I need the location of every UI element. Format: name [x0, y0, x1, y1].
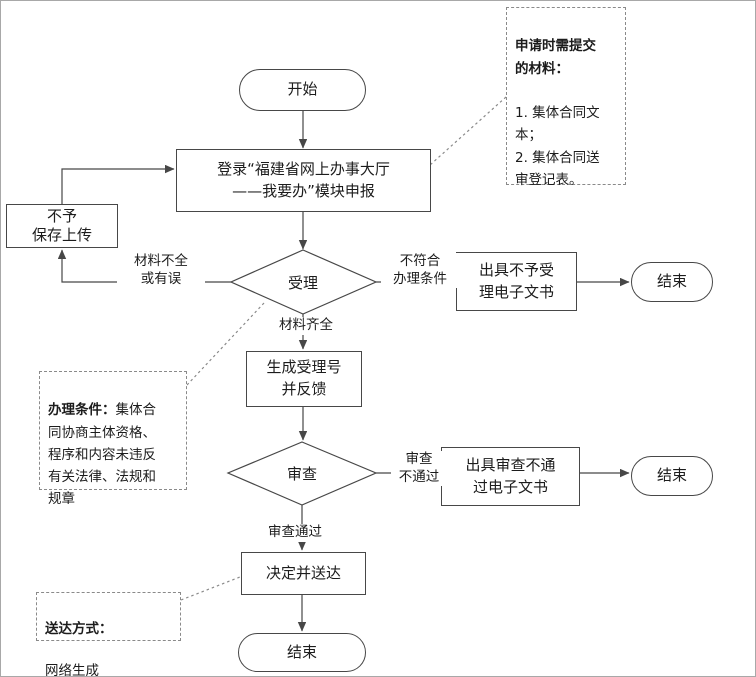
conditions-note-body: 集体合 同协商主体资格、 程序和内容未违反 有关法律、法规和 规章 [48, 402, 156, 508]
generate-number-node: 生成受理号 并反馈 [246, 351, 362, 407]
decide-deliver-node: 决定并送达 [241, 552, 366, 595]
edge-label-review-pass: 审查通过 [255, 524, 335, 542]
accept-decision-label: 受理 [287, 273, 318, 292]
end-node-3: 结束 [238, 633, 366, 672]
no-save-upload-node: 不予 保存上传 [6, 204, 118, 248]
review-diamond-shape [226, 441, 378, 506]
note-link-conditions [186, 302, 265, 386]
reject-doc-node: 出具不予受 理电子文书 [456, 252, 577, 311]
review-decision-label: 审查 [286, 464, 317, 483]
materials-note-body: 1. 集体合同文 本； 2. 集体合同送 审登记表。 [515, 105, 600, 188]
accept-diamond-shape [229, 249, 378, 315]
edge-label-incomplete: 材料不全 或有误 [117, 253, 205, 289]
edge-label-review-fail: 审查 不通过 [391, 451, 447, 487]
materials-note: 申请时需提交 的材料： 1. 集体合同文 本； 2. 集体合同送 审登记表。 [506, 7, 626, 188]
edge-nosave-login [61, 164, 175, 204]
review-fail-doc-node: 出具审查不通 过电子文书 [441, 447, 580, 506]
end-node-2: 结束 [631, 456, 713, 496]
end-node-1: 结束 [631, 262, 713, 302]
materials-note-title: 申请时需提交 的材料： [515, 38, 596, 77]
delivery-note-title: 送达方式： [45, 620, 113, 637]
delivery-note-body: 网络生成 [45, 662, 99, 677]
note-link-materials [429, 96, 507, 166]
edge-label-not-qualified: 不符合 办理条件 [381, 253, 459, 289]
delivery-note: 送达方式： 网络生成 [36, 592, 181, 676]
login-node: 登录“福建省网上办事大厅 ——我要办”模块申报 [176, 149, 431, 212]
note-link-delivery [180, 576, 241, 601]
start-node: 开始 [239, 69, 366, 111]
edge-label-complete: 材料齐全 [267, 317, 345, 335]
conditions-note: 办理条件：集体合 同协商主体资格、 程序和内容未违反 有关法律、法规和 规章 [39, 371, 187, 507]
conditions-note-title: 办理条件： [48, 402, 116, 419]
